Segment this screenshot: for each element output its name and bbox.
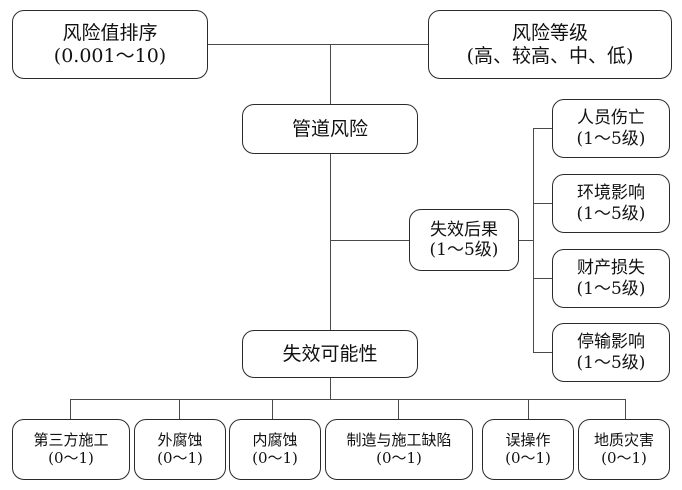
node-risk-grade-range: (高、较高、中、低) (466, 44, 634, 67)
connector-top-horizontal (208, 44, 428, 46)
node-consequence-environment-range: (1～5级) (576, 203, 646, 224)
node-consequence-casualty-label: 人员伤亡 (577, 108, 645, 129)
node-consequence-environment[interactable]: 环境影响 (1～5级) (552, 174, 670, 233)
node-consequence-property-loss[interactable]: 财产损失 (1～5级) (552, 249, 670, 308)
connector-cause-bus (70, 399, 626, 401)
connector-cause-2 (179, 399, 181, 419)
node-cause-internal-corrosion-label: 内腐蚀 (252, 430, 298, 449)
node-risk-value-rank-range: (0.001～10) (53, 44, 167, 67)
node-failure-consequence-range: (1～5级) (429, 240, 499, 260)
connector-cause-1 (70, 399, 72, 419)
node-consequence-transport-stop-label: 停输影响 (577, 332, 645, 353)
connector-consequence-1 (533, 128, 552, 130)
connector-consequence-bus (533, 128, 535, 353)
node-cause-misoperation-range: (0～1) (505, 448, 551, 467)
node-cause-third-party-construction-label: 第三方施工 (33, 430, 109, 449)
connector-pipeline-trunk (330, 154, 332, 330)
node-risk-grade[interactable]: 风险等级 (高、较高、中、低) (428, 10, 672, 79)
node-cause-external-corrosion[interactable]: 外腐蚀 (0～1) (134, 419, 226, 480)
connector-cause-4 (398, 399, 400, 419)
node-consequence-transport-stop-range: (1～5级) (576, 352, 646, 373)
connector-consequence-4 (533, 352, 552, 354)
node-cause-internal-corrosion[interactable]: 内腐蚀 (0～1) (229, 419, 321, 480)
node-cause-manufacturing-construction-defect[interactable]: 制造与施工缺陷 (0～1) (325, 419, 473, 480)
node-cause-manufacturing-construction-defect-range: (0～1) (376, 448, 422, 467)
node-cause-manufacturing-construction-defect-label: 制造与施工缺陷 (346, 430, 452, 449)
node-failure-consequence-label: 失效后果 (430, 219, 498, 240)
connector-cause-3 (272, 399, 274, 419)
connector-consequence-stub (518, 240, 534, 242)
node-consequence-casualty-range: (1～5级) (576, 128, 646, 149)
node-cause-internal-corrosion-range: (0～1) (252, 448, 298, 467)
node-cause-third-party-construction[interactable]: 第三方施工 (0～1) (12, 419, 130, 480)
node-failure-consequence[interactable]: 失效后果 (1～5级) (409, 209, 519, 271)
node-pipeline-risk[interactable]: 管道风险 (242, 104, 418, 154)
node-failure-possibility[interactable]: 失效可能性 (242, 330, 418, 378)
node-cause-geological-hazard[interactable]: 地质灾害 (0～1) (578, 419, 670, 480)
node-risk-grade-label: 风险等级 (511, 22, 588, 45)
connector-consequence-3 (533, 278, 552, 280)
node-cause-misoperation[interactable]: 误操作 (0～1) (482, 419, 574, 480)
node-cause-misoperation-label: 误操作 (505, 430, 551, 449)
node-failure-possibility-label: 失效可能性 (282, 342, 378, 365)
node-consequence-property-loss-label: 财产损失 (577, 258, 645, 279)
node-cause-third-party-construction-range: (0～1) (48, 448, 94, 467)
node-consequence-environment-label: 环境影响 (577, 183, 645, 204)
node-consequence-casualty[interactable]: 人员伤亡 (1～5级) (552, 99, 670, 158)
connector-top-to-pipeline (330, 44, 332, 110)
node-cause-external-corrosion-label: 外腐蚀 (157, 430, 203, 449)
connector-cause-6 (625, 399, 627, 419)
node-risk-value-rank-label: 风险值排序 (62, 22, 158, 45)
node-cause-external-corrosion-range: (0～1) (157, 448, 203, 467)
connector-consequence-2 (533, 203, 552, 205)
node-risk-value-rank[interactable]: 风险值排序 (0.001～10) (12, 10, 208, 79)
node-pipeline-risk-label: 管道风险 (291, 117, 368, 140)
connector-cause-5 (528, 399, 530, 419)
node-cause-geological-hazard-label: 地质灾害 (593, 430, 654, 449)
connector-possibility-drop (330, 378, 332, 400)
node-consequence-property-loss-range: (1～5级) (576, 278, 646, 299)
connector-trunk-to-consequence (330, 240, 409, 242)
node-consequence-transport-stop[interactable]: 停输影响 (1～5级) (552, 323, 670, 382)
node-cause-geological-hazard-range: (0～1) (601, 448, 647, 467)
